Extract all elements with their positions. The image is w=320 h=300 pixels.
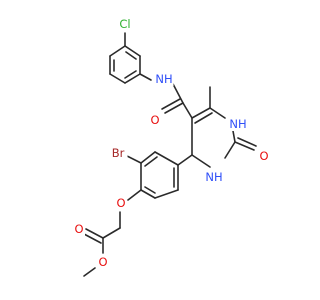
atom-label-o-amide: O bbox=[150, 113, 159, 127]
atom-label-nh-ring-bottom: NH bbox=[205, 170, 222, 184]
bond bbox=[177, 154, 193, 166]
bond bbox=[140, 189, 156, 199]
bond bbox=[164, 102, 184, 114]
atom-label-o-urea: O bbox=[259, 149, 268, 163]
bond bbox=[124, 73, 141, 84]
bond bbox=[125, 51, 137, 60]
bond bbox=[194, 112, 213, 124]
bond bbox=[109, 45, 126, 57]
bond bbox=[232, 130, 236, 143]
bond bbox=[109, 73, 126, 84]
bond bbox=[139, 73, 152, 81]
atom-label-cl: Cl bbox=[119, 17, 130, 31]
atom-label-o-ether: O bbox=[116, 196, 125, 210]
bond bbox=[144, 156, 158, 167]
bond bbox=[124, 45, 141, 57]
atom-label-background bbox=[73, 222, 85, 236]
bond bbox=[191, 154, 211, 168]
atom-label-background bbox=[228, 117, 248, 131]
atom-label-background bbox=[149, 113, 161, 127]
atom-label-br: Br bbox=[112, 146, 125, 160]
atom-label-nh-ring-top: NH bbox=[229, 117, 246, 131]
bond bbox=[102, 227, 121, 239]
atom-label-o-ester: O bbox=[98, 255, 107, 269]
bond bbox=[237, 137, 257, 147]
bond bbox=[85, 228, 104, 239]
atom-label-background bbox=[108, 146, 128, 160]
bond bbox=[209, 107, 226, 119]
bond bbox=[140, 151, 156, 164]
atom-label-background bbox=[115, 196, 127, 210]
bond bbox=[83, 267, 96, 277]
bond bbox=[83, 233, 102, 244]
bond bbox=[154, 151, 179, 166]
atom-label-background bbox=[204, 170, 224, 184]
bond bbox=[234, 141, 255, 151]
atom-label-background bbox=[115, 17, 135, 31]
bond bbox=[154, 189, 179, 199]
atom-label-o-carbonyl: O bbox=[74, 222, 83, 236]
bond bbox=[126, 155, 142, 164]
bond bbox=[224, 141, 236, 159]
bond bbox=[191, 107, 211, 119]
bond bbox=[182, 102, 193, 119]
bond bbox=[144, 186, 156, 194]
atom-label-background bbox=[258, 149, 270, 163]
atom-label-nh-amide: NH bbox=[155, 72, 172, 86]
atom-label-background bbox=[97, 255, 109, 269]
bond bbox=[161, 98, 181, 110]
bond bbox=[127, 189, 142, 201]
atom-label-background bbox=[154, 72, 174, 86]
bond bbox=[124, 70, 137, 79]
bond-layer bbox=[83, 32, 257, 277]
bond bbox=[171, 81, 184, 104]
